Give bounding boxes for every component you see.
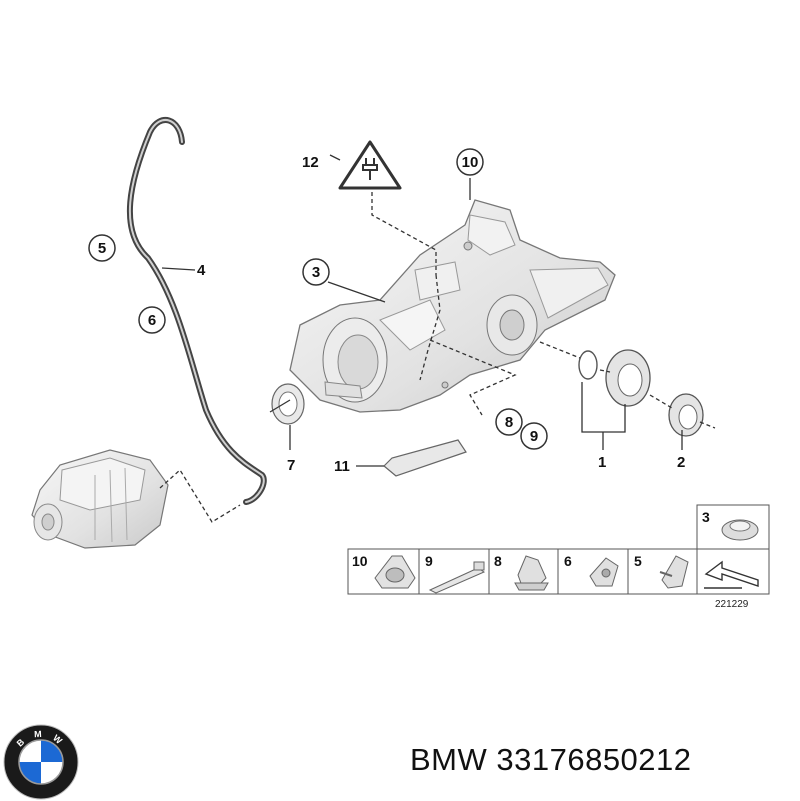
rear-differential-housing bbox=[289, 199, 616, 413]
svg-text:3: 3 bbox=[702, 509, 710, 525]
table-cell-3: 3 bbox=[702, 509, 759, 541]
shaft-seal-1 bbox=[605, 349, 651, 407]
callout-12: 12 bbox=[302, 154, 319, 171]
callout-2: 2 bbox=[677, 454, 685, 471]
callout-4: 4 bbox=[197, 262, 206, 279]
svg-text:10: 10 bbox=[352, 553, 368, 569]
callout-7: 7 bbox=[287, 457, 295, 474]
table-cell-9: 9 bbox=[425, 553, 486, 594]
table-cell-6: 6 bbox=[564, 553, 619, 587]
callout-9: 9 bbox=[520, 422, 548, 450]
leader-lines bbox=[159, 154, 716, 523]
shaft-seal-2 bbox=[668, 393, 704, 437]
svg-text:8: 8 bbox=[505, 414, 513, 431]
drawing-number: 221229 bbox=[715, 599, 749, 610]
vent-hose bbox=[126, 117, 267, 505]
svg-text:5: 5 bbox=[98, 240, 106, 257]
svg-text:9: 9 bbox=[530, 428, 538, 445]
callout-1: 1 bbox=[598, 454, 606, 471]
callout-8: 8 bbox=[495, 408, 523, 436]
sealant-tube bbox=[383, 439, 467, 477]
transfer-case-part bbox=[31, 449, 169, 549]
bmw-logo-icon: B M W bbox=[3, 724, 79, 800]
warning-triangle-icon bbox=[338, 140, 402, 190]
svg-text:10: 10 bbox=[462, 154, 479, 171]
svg-text:3: 3 bbox=[312, 264, 320, 281]
callout-3: 3 bbox=[302, 258, 330, 286]
table-cell-5: 5 bbox=[634, 553, 689, 589]
callout-5: 5 bbox=[88, 234, 116, 262]
parts-table: 3 10 9 8 6 5 bbox=[347, 504, 770, 595]
o-ring bbox=[578, 350, 598, 380]
callout-11: 11 bbox=[334, 458, 350, 475]
table-cell-8: 8 bbox=[494, 553, 549, 591]
svg-text:9: 9 bbox=[425, 553, 433, 569]
part-number-caption: BMW 33176850212 bbox=[410, 742, 692, 777]
svg-text:6: 6 bbox=[564, 553, 572, 569]
table-cell-10: 10 bbox=[352, 553, 416, 589]
callout-10: 10 bbox=[456, 148, 484, 176]
seal-ring-7 bbox=[271, 383, 305, 425]
svg-text:6: 6 bbox=[148, 312, 156, 329]
arrow-symbol-icon bbox=[704, 560, 759, 589]
svg-text:5: 5 bbox=[634, 553, 642, 569]
svg-text:8: 8 bbox=[494, 553, 502, 569]
callout-6: 6 bbox=[138, 306, 166, 334]
